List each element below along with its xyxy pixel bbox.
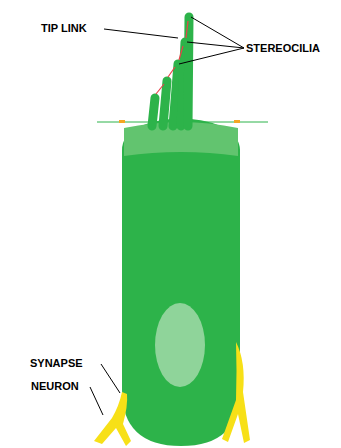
leader-line	[179, 48, 244, 64]
tip-link	[168, 67, 175, 77]
part-label: TIP LINK	[41, 22, 87, 35]
tip-link	[179, 46, 183, 60]
part-label: SYNAPSE	[30, 357, 83, 370]
part-label: STEREOCILIA	[246, 42, 320, 55]
leader-line	[101, 364, 120, 393]
neuron	[94, 392, 131, 446]
nucleus	[155, 303, 205, 387]
stereocilium	[152, 98, 155, 126]
junction-mark	[119, 120, 125, 123]
leader-line	[90, 387, 103, 415]
cell-body	[122, 118, 240, 446]
part-label: NEURON	[31, 380, 79, 393]
tip-link	[156, 84, 164, 94]
leader-line	[187, 42, 244, 48]
neuron	[222, 342, 250, 443]
stereocilium	[188, 17, 189, 126]
stereocilium	[163, 81, 167, 126]
junction-mark	[234, 120, 240, 123]
leader-line	[104, 29, 178, 38]
tip-link	[186, 21, 188, 38]
